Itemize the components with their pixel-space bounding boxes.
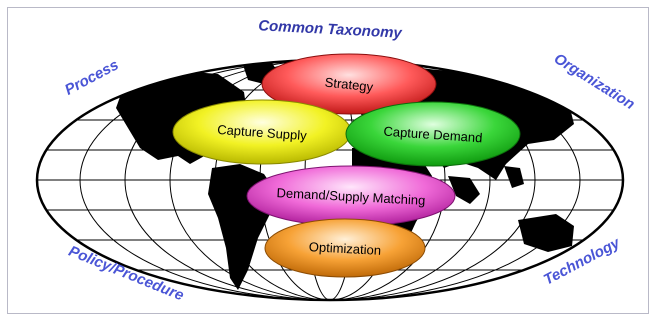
- diagram-frame: Strategy Capture Supply Capture Demand D…: [7, 7, 649, 314]
- strategy-label: Strategy: [324, 75, 374, 95]
- capture-demand-label: Capture Demand: [383, 124, 483, 146]
- optimization-label: Optimization: [309, 239, 382, 258]
- node-capture-supply: Capture Supply: [172, 99, 352, 165]
- title-common-taxonomy: Common Taxonomy: [258, 17, 403, 42]
- node-capture-demand: Capture Demand: [345, 101, 521, 167]
- node-strategy: Strategy: [261, 53, 437, 115]
- capture-supply-label: Capture Supply: [217, 122, 308, 143]
- node-optimization: Optimization: [264, 218, 426, 278]
- label-organization: Organization: [551, 50, 638, 113]
- diagram-canvas: Strategy Capture Supply Capture Demand D…: [35, 17, 638, 304]
- node-demand-supply-matching: Demand/Supply Matching: [246, 165, 456, 227]
- label-process: Process: [62, 56, 122, 98]
